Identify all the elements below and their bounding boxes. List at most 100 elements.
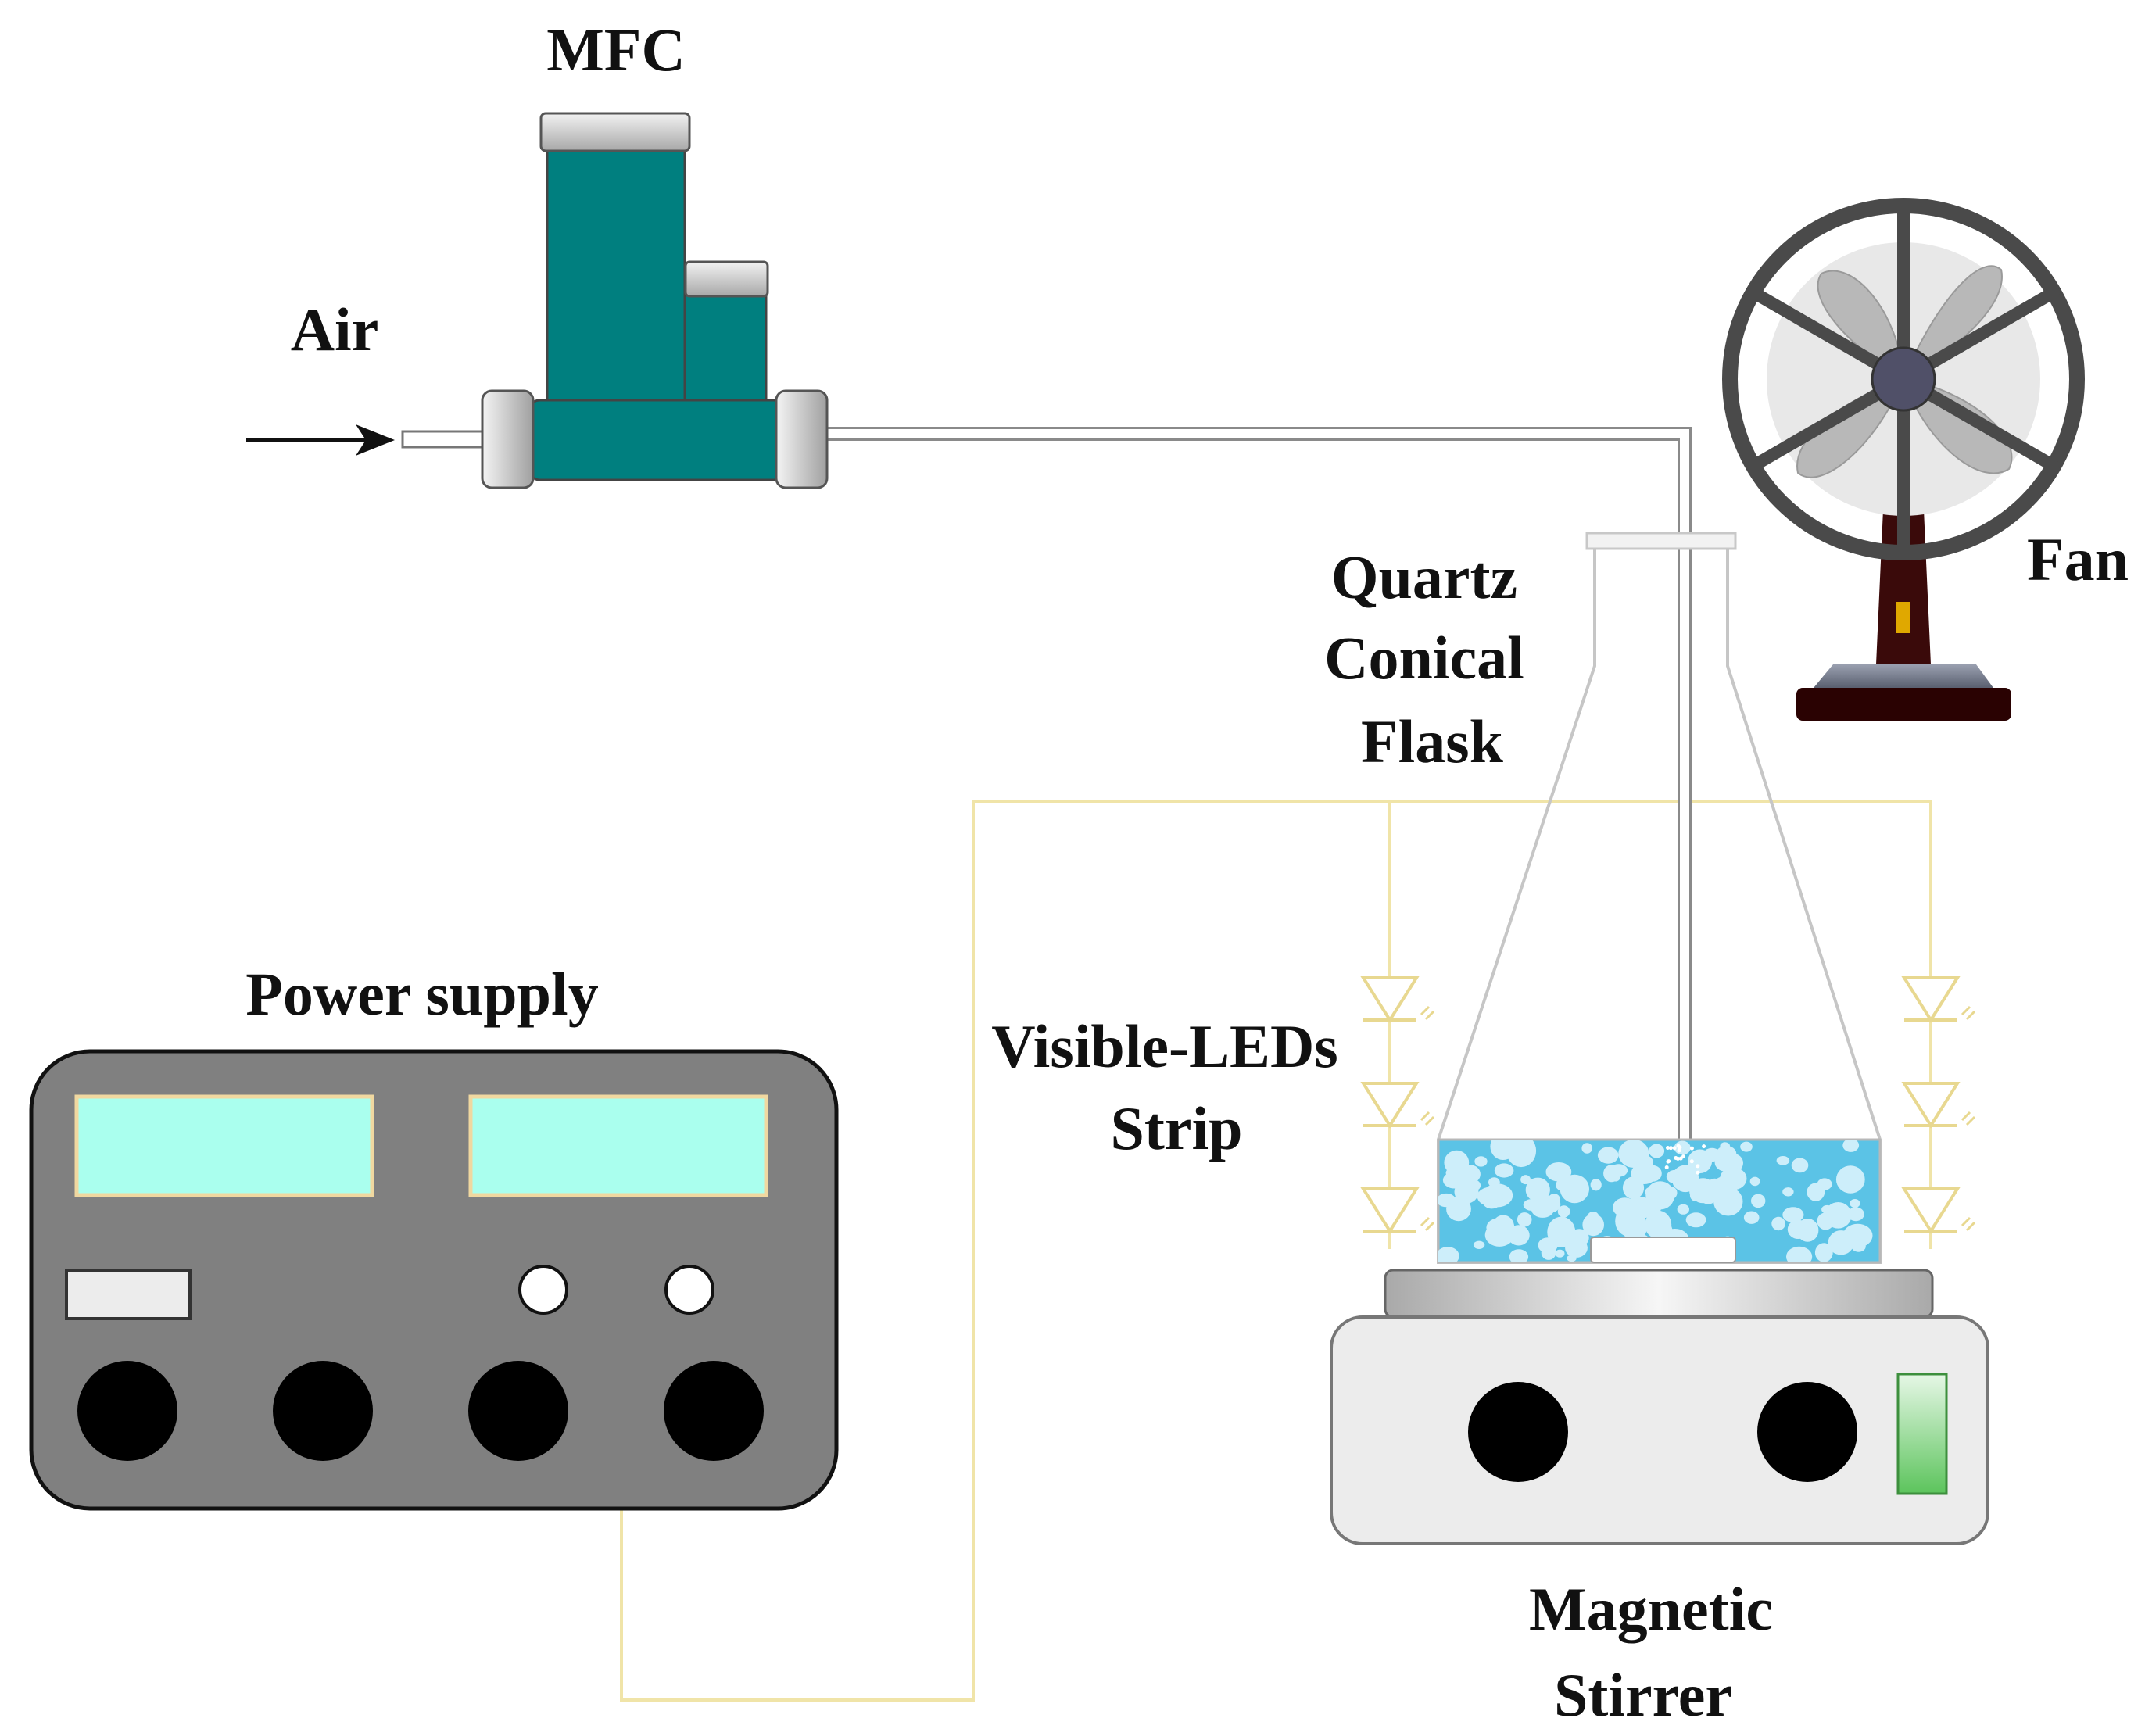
bubble — [1509, 1249, 1529, 1262]
bubble — [1782, 1207, 1804, 1222]
bubble — [1677, 1204, 1689, 1215]
micro-bubble — [1664, 1165, 1669, 1169]
micro-bubble — [1677, 1148, 1681, 1153]
bubble — [1743, 1211, 1760, 1224]
bubble — [1582, 1213, 1604, 1237]
bubble — [1714, 1153, 1739, 1172]
air-inlet — [246, 424, 486, 456]
led-diode-icon — [1901, 976, 1976, 1023]
bubble — [1616, 1215, 1642, 1234]
stirrer-top-plate — [1384, 1269, 1934, 1319]
label-mfc: MFC — [546, 16, 686, 84]
bubble — [1689, 1189, 1702, 1201]
quartz-conical-flask — [1437, 532, 1882, 1264]
bubble — [1597, 1147, 1619, 1164]
bubble — [1685, 1212, 1706, 1228]
bubble — [1567, 1255, 1577, 1262]
bubble — [1720, 1142, 1730, 1150]
bubble — [1446, 1197, 1471, 1222]
bubble — [1490, 1140, 1517, 1160]
bubble — [1649, 1144, 1665, 1158]
gas-tube-inner — [827, 429, 1689, 1140]
bubble — [1548, 1194, 1560, 1204]
label-stirrer-line1: Magnetic — [1529, 1575, 1773, 1643]
power-supply — [29, 1049, 839, 1511]
power-knob-2 — [273, 1361, 373, 1461]
led-diode-icon — [1901, 1187, 1976, 1234]
label-flask-line3: Flask — [1361, 707, 1504, 775]
bubble — [1547, 1216, 1576, 1247]
bubble — [1791, 1158, 1809, 1173]
bubble — [1541, 1245, 1556, 1260]
inlet-tube — [401, 430, 486, 449]
mfc-right-fitting — [775, 389, 829, 489]
bubble — [1782, 1187, 1794, 1197]
label-leds-line1: Visible-LEDs — [991, 1012, 1338, 1080]
stirrer-knob-right — [1757, 1382, 1857, 1482]
micro-bubble — [1702, 1144, 1706, 1149]
power-knob-1 — [77, 1361, 177, 1461]
bubble — [1474, 1156, 1488, 1167]
bubble — [1796, 1219, 1819, 1242]
gas-line — [827, 427, 1692, 1140]
terminal-positive — [664, 1265, 714, 1315]
bubble — [1671, 1165, 1699, 1193]
label-stirrer-line2: Stirrer — [1554, 1661, 1732, 1729]
power-wire — [620, 800, 1932, 1702]
label-leds-line2: Strip — [1110, 1094, 1242, 1162]
bubble — [1507, 1225, 1530, 1246]
led-strip-left — [1360, 976, 1435, 1234]
display-right — [468, 1094, 768, 1197]
power-knob-4 — [664, 1361, 764, 1461]
power-switch — [65, 1269, 192, 1320]
stirrer-switch — [1896, 1373, 1948, 1495]
micro-bubble — [1666, 1159, 1671, 1164]
fan-indicator — [1896, 602, 1910, 633]
label-flask-line2: Conical — [1324, 624, 1524, 692]
bubble — [1835, 1165, 1865, 1194]
micro-bubble — [1675, 1156, 1680, 1161]
bubble — [1814, 1243, 1833, 1262]
led-diode-icon — [1360, 1187, 1435, 1234]
led-diode-icon — [1360, 1082, 1435, 1129]
bubble — [1842, 1223, 1873, 1247]
mfc-left-fitting — [481, 389, 535, 489]
bubble — [1751, 1194, 1766, 1208]
bubble — [1851, 1240, 1866, 1252]
bubble — [1771, 1216, 1785, 1231]
bubble — [1603, 1165, 1620, 1183]
bubble — [1488, 1177, 1500, 1187]
fan-icon — [1722, 198, 2085, 721]
bubble — [1590, 1179, 1602, 1191]
bubble — [1473, 1240, 1485, 1250]
bubble — [1459, 1165, 1481, 1183]
mfc-top-cap — [539, 112, 691, 152]
label-power-supply: Power supply — [245, 960, 598, 1028]
bubbles — [1438, 1140, 1873, 1262]
stirrer-knob-left — [1468, 1382, 1568, 1482]
bubble — [1740, 1141, 1753, 1152]
micro-bubble — [1689, 1146, 1694, 1151]
bubble — [1445, 1168, 1459, 1178]
bubble — [1531, 1201, 1555, 1218]
labels: MFC Air Fan Quartz Conical Flask Power s… — [245, 16, 2129, 1729]
bubble — [1630, 1202, 1640, 1212]
bubble — [1720, 1167, 1747, 1190]
micro-bubble — [1672, 1146, 1677, 1151]
led-strip-right — [1901, 976, 1976, 1234]
bubble — [1631, 1162, 1658, 1184]
bubble — [1560, 1174, 1590, 1204]
stirrer-body — [1330, 1315, 1989, 1545]
mfc-tall-column — [546, 147, 686, 416]
micro-bubble — [1678, 1156, 1683, 1161]
micro-bubble — [1696, 1164, 1700, 1169]
fan-blades — [1796, 265, 2013, 478]
bubble — [1688, 1149, 1713, 1174]
bubble — [1525, 1177, 1550, 1202]
bubble — [1438, 1247, 1459, 1262]
bubble — [1520, 1175, 1531, 1185]
bubble — [1817, 1212, 1835, 1230]
bubble — [1847, 1207, 1864, 1222]
mfc-base — [528, 399, 786, 481]
